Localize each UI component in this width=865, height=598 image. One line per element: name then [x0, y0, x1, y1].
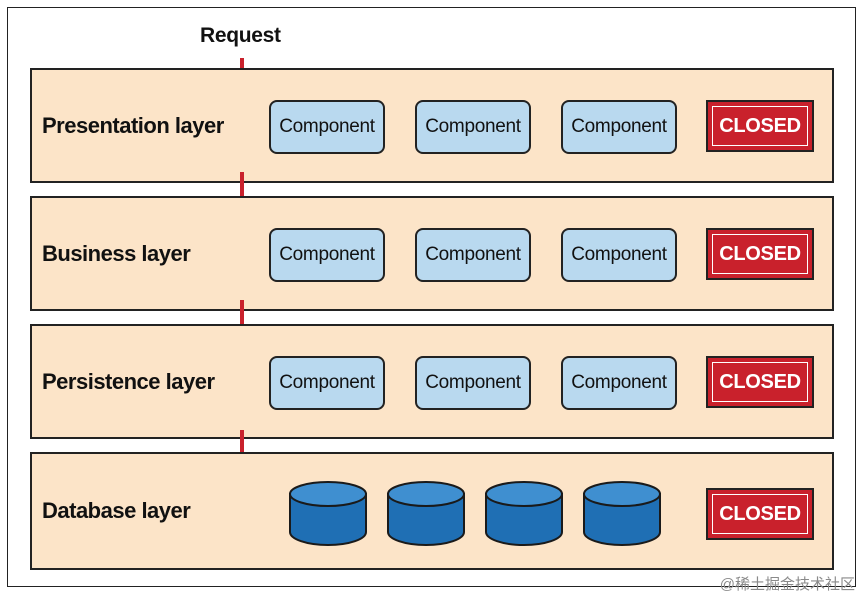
- database-cylinder-icon: [583, 481, 661, 546]
- layer-label: Business layer: [42, 240, 191, 266]
- request-label: Request: [200, 24, 281, 47]
- closed-label: CLOSED: [712, 362, 808, 402]
- component-box: Component: [269, 356, 385, 410]
- database-cylinder-icon: [289, 481, 367, 546]
- closed-badge: CLOSED: [706, 228, 814, 280]
- component-box: Component: [269, 228, 385, 282]
- closed-badge: CLOSED: [706, 488, 814, 540]
- watermark: @稀土掘金技术社区: [719, 576, 855, 593]
- layer-label: Database layer: [42, 498, 191, 523]
- component-box: Component: [415, 228, 531, 282]
- persistence-layer: Persistence layer Component Component Co…: [30, 324, 834, 439]
- closed-badge: CLOSED: [706, 100, 814, 152]
- database-cylinder-icon: [387, 481, 465, 546]
- database-layer: Database layer CLOSED: [30, 452, 834, 570]
- layer-label: Persistence layer: [42, 368, 215, 394]
- component-box: Component: [561, 228, 677, 282]
- component-box: Component: [561, 100, 677, 154]
- database-cylinder-icon: [485, 481, 563, 546]
- closed-label: CLOSED: [712, 106, 808, 146]
- presentation-layer: Presentation layer Component Component C…: [30, 68, 834, 183]
- closed-badge: CLOSED: [706, 356, 814, 408]
- component-box: Component: [415, 100, 531, 154]
- component-box: Component: [415, 356, 531, 410]
- closed-label: CLOSED: [712, 234, 808, 274]
- component-box: Component: [269, 100, 385, 154]
- component-box: Component: [561, 356, 677, 410]
- layer-label: Presentation layer: [42, 112, 224, 138]
- closed-label: CLOSED: [712, 494, 808, 534]
- business-layer: Business layer Component Component Compo…: [30, 196, 834, 311]
